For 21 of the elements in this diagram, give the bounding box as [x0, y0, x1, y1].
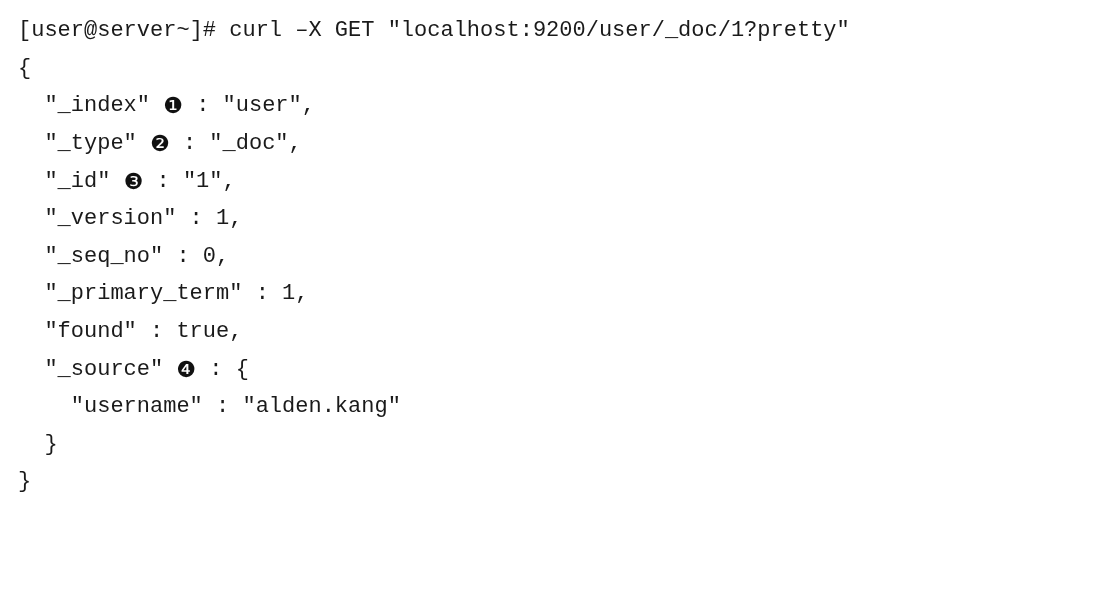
code-line: "_id"	[44, 168, 111, 194]
code-line: : "user",	[196, 93, 315, 119]
code-line: "_type"	[44, 131, 137, 157]
callout-number: ❹	[176, 356, 197, 382]
code-line: }	[44, 431, 58, 457]
code-line: "_index"	[44, 93, 150, 119]
code-line: {	[18, 55, 32, 81]
code-line: "_primary_term" : 1,	[44, 281, 309, 307]
code-line: "_source"	[44, 356, 164, 382]
code-line: "_version" : 1,	[44, 206, 243, 232]
code-line: "username" : "alden.kang"	[70, 394, 401, 420]
code-line: : {	[209, 356, 249, 382]
callout-number: ❷	[150, 131, 170, 157]
code-line: }	[18, 469, 32, 495]
callout-number: ❸	[123, 168, 144, 194]
code-line: : "_doc",	[182, 131, 302, 157]
callout-number: ❶	[163, 93, 183, 119]
code-line: "_seq_no" : 0,	[44, 243, 230, 269]
code-line: "found" : true,	[44, 319, 243, 345]
code-line: : "1",	[156, 168, 236, 194]
code-line: [user@server~]# curl –X GET "localhost:9200/user/_doc/1?pretty"	[18, 18, 850, 44]
